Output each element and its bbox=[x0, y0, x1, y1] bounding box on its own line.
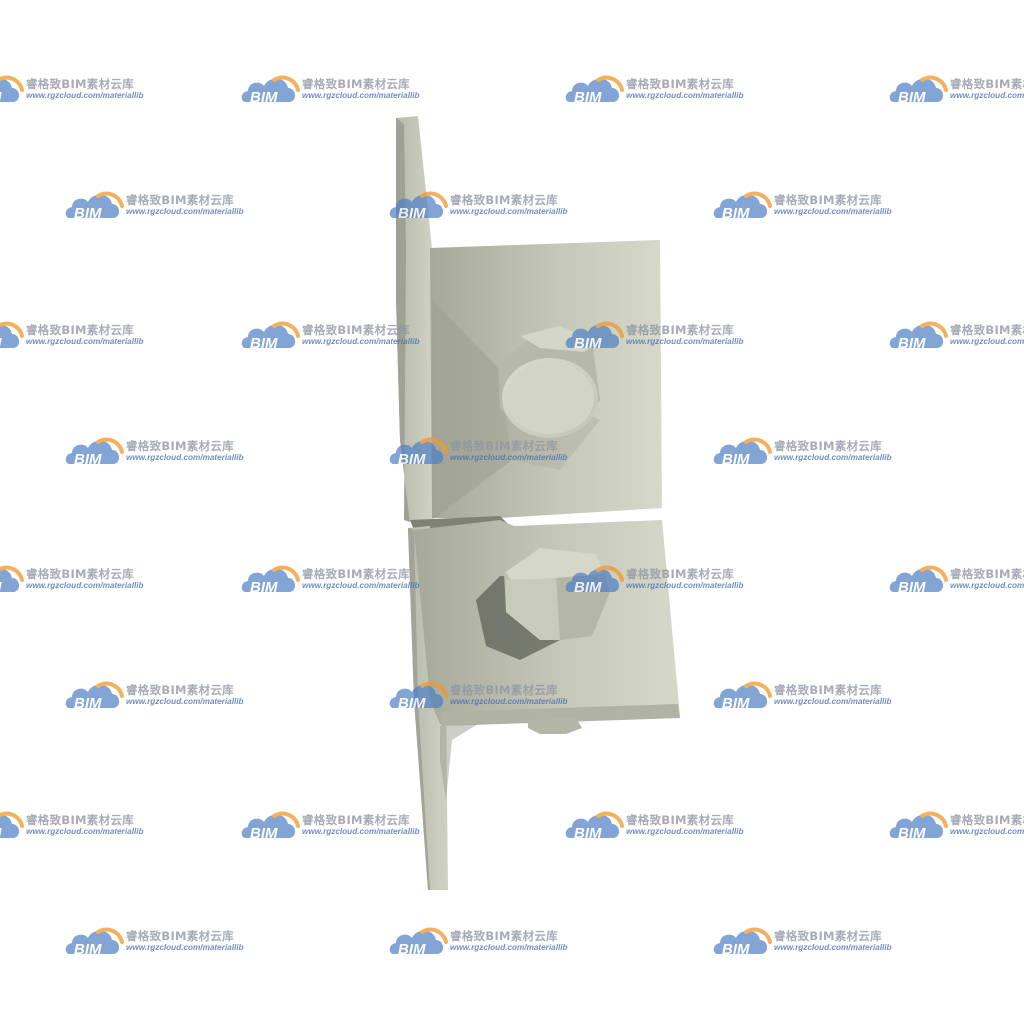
bolt-shank-underside bbox=[528, 718, 582, 734]
upper-flange-edge bbox=[396, 118, 410, 522]
upper-bolt bbox=[498, 326, 600, 438]
lower-flange-edge bbox=[408, 528, 430, 890]
lower-plate-front-edge bbox=[440, 704, 680, 726]
upper-plate-shadow bbox=[432, 300, 512, 520]
lower-flange-shadow bbox=[440, 724, 478, 800]
